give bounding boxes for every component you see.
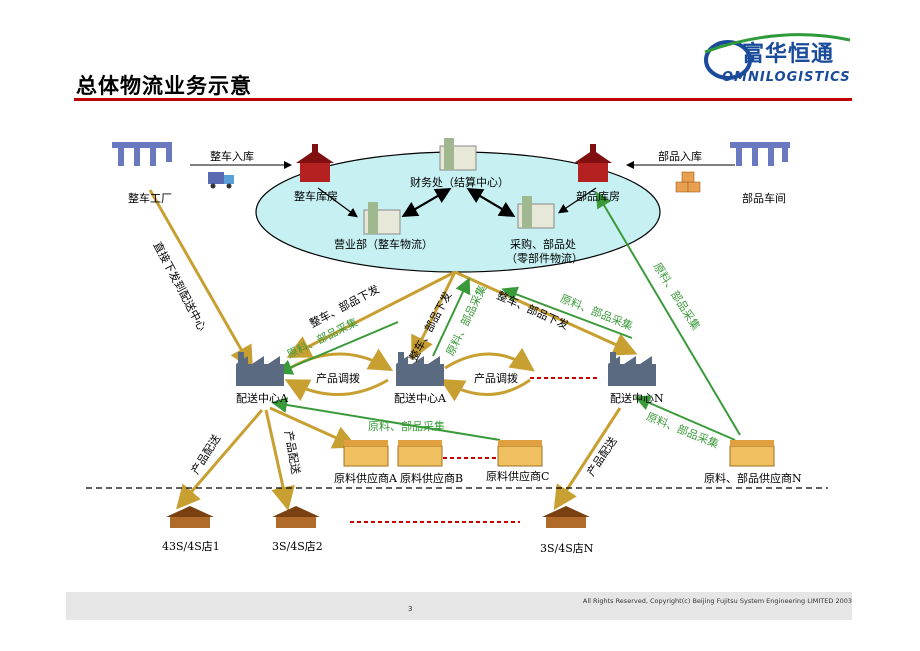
distribution-center-a-left-icon	[236, 352, 284, 386]
label-supplier-a: 原料供应商A	[334, 472, 397, 485]
store-1-icon	[166, 506, 214, 528]
logo-mark	[704, 33, 851, 80]
label-store-n: 3S/4S店N	[540, 542, 594, 555]
store-2-icon	[272, 506, 320, 528]
truck-icon	[208, 172, 234, 189]
label-purchasing-2: （零部件物流）	[506, 252, 583, 265]
finance-building-icon	[439, 138, 477, 171]
parts-warehouse-icon	[574, 144, 612, 182]
label-sales: 营业部（整车物流）	[334, 238, 433, 251]
page-number: 3	[408, 605, 413, 613]
label-dc-n: 配送中心N	[610, 392, 664, 405]
label-dc-a-left: 配送中心A	[236, 392, 288, 405]
flow-vehicle-in: 整车入库	[210, 150, 254, 163]
supplier-b-icon	[397, 440, 443, 467]
label-parts-workshop: 部品车间	[742, 192, 786, 205]
flow-collect-5: 原料、部品采集	[368, 420, 445, 433]
flow-transfer-2: 产品调拨	[474, 372, 518, 385]
store-n-icon	[542, 506, 590, 528]
page-title: 总体物流业务示意	[76, 74, 252, 98]
distribution-center-n-icon	[608, 352, 656, 386]
label-parts-warehouse: 部品库房	[576, 190, 620, 203]
logo-english: OMNILOGISTICS	[722, 70, 851, 85]
label-store-1: 43S/4S店1	[162, 540, 220, 553]
label-purchasing-1: 采购、部品处	[510, 238, 576, 251]
distribution-center-a-mid-icon	[396, 352, 444, 386]
label-vehicle-warehouse: 整车库房	[294, 190, 338, 203]
title-underline	[74, 98, 852, 101]
sales-building-icon	[363, 202, 401, 235]
label-vehicle-factory: 整车工厂	[128, 192, 172, 205]
purchasing-building-icon	[517, 196, 555, 229]
parts-boxes-icon	[675, 171, 701, 193]
footer-bar	[66, 592, 852, 620]
label-finance: 财务处（结算中心）	[410, 176, 509, 189]
crane-icon	[112, 142, 172, 166]
label-supplier-n: 原料、部品供应商N	[704, 472, 802, 485]
label-dc-a-mid: 配送中心A	[394, 392, 446, 405]
flow-transfer-1: 产品调拨	[316, 372, 360, 385]
vehicle-warehouse-icon	[296, 144, 334, 182]
label-supplier-b: 原料供应商B	[400, 472, 464, 485]
flow-parts-in: 部品入库	[658, 150, 702, 163]
supplier-a-icon	[343, 440, 389, 467]
footer-copyright: All Rights Reserved, Copyright(c) Beijin…	[582, 597, 852, 605]
label-store-2: 3S/4S店2	[272, 540, 323, 553]
label-supplier-c: 原料供应商C	[486, 470, 550, 483]
logo-chinese: 富华恒通	[742, 42, 835, 67]
crane-icon	[730, 142, 790, 166]
supplier-c-icon	[497, 440, 543, 467]
supplier-n-icon	[729, 440, 775, 467]
